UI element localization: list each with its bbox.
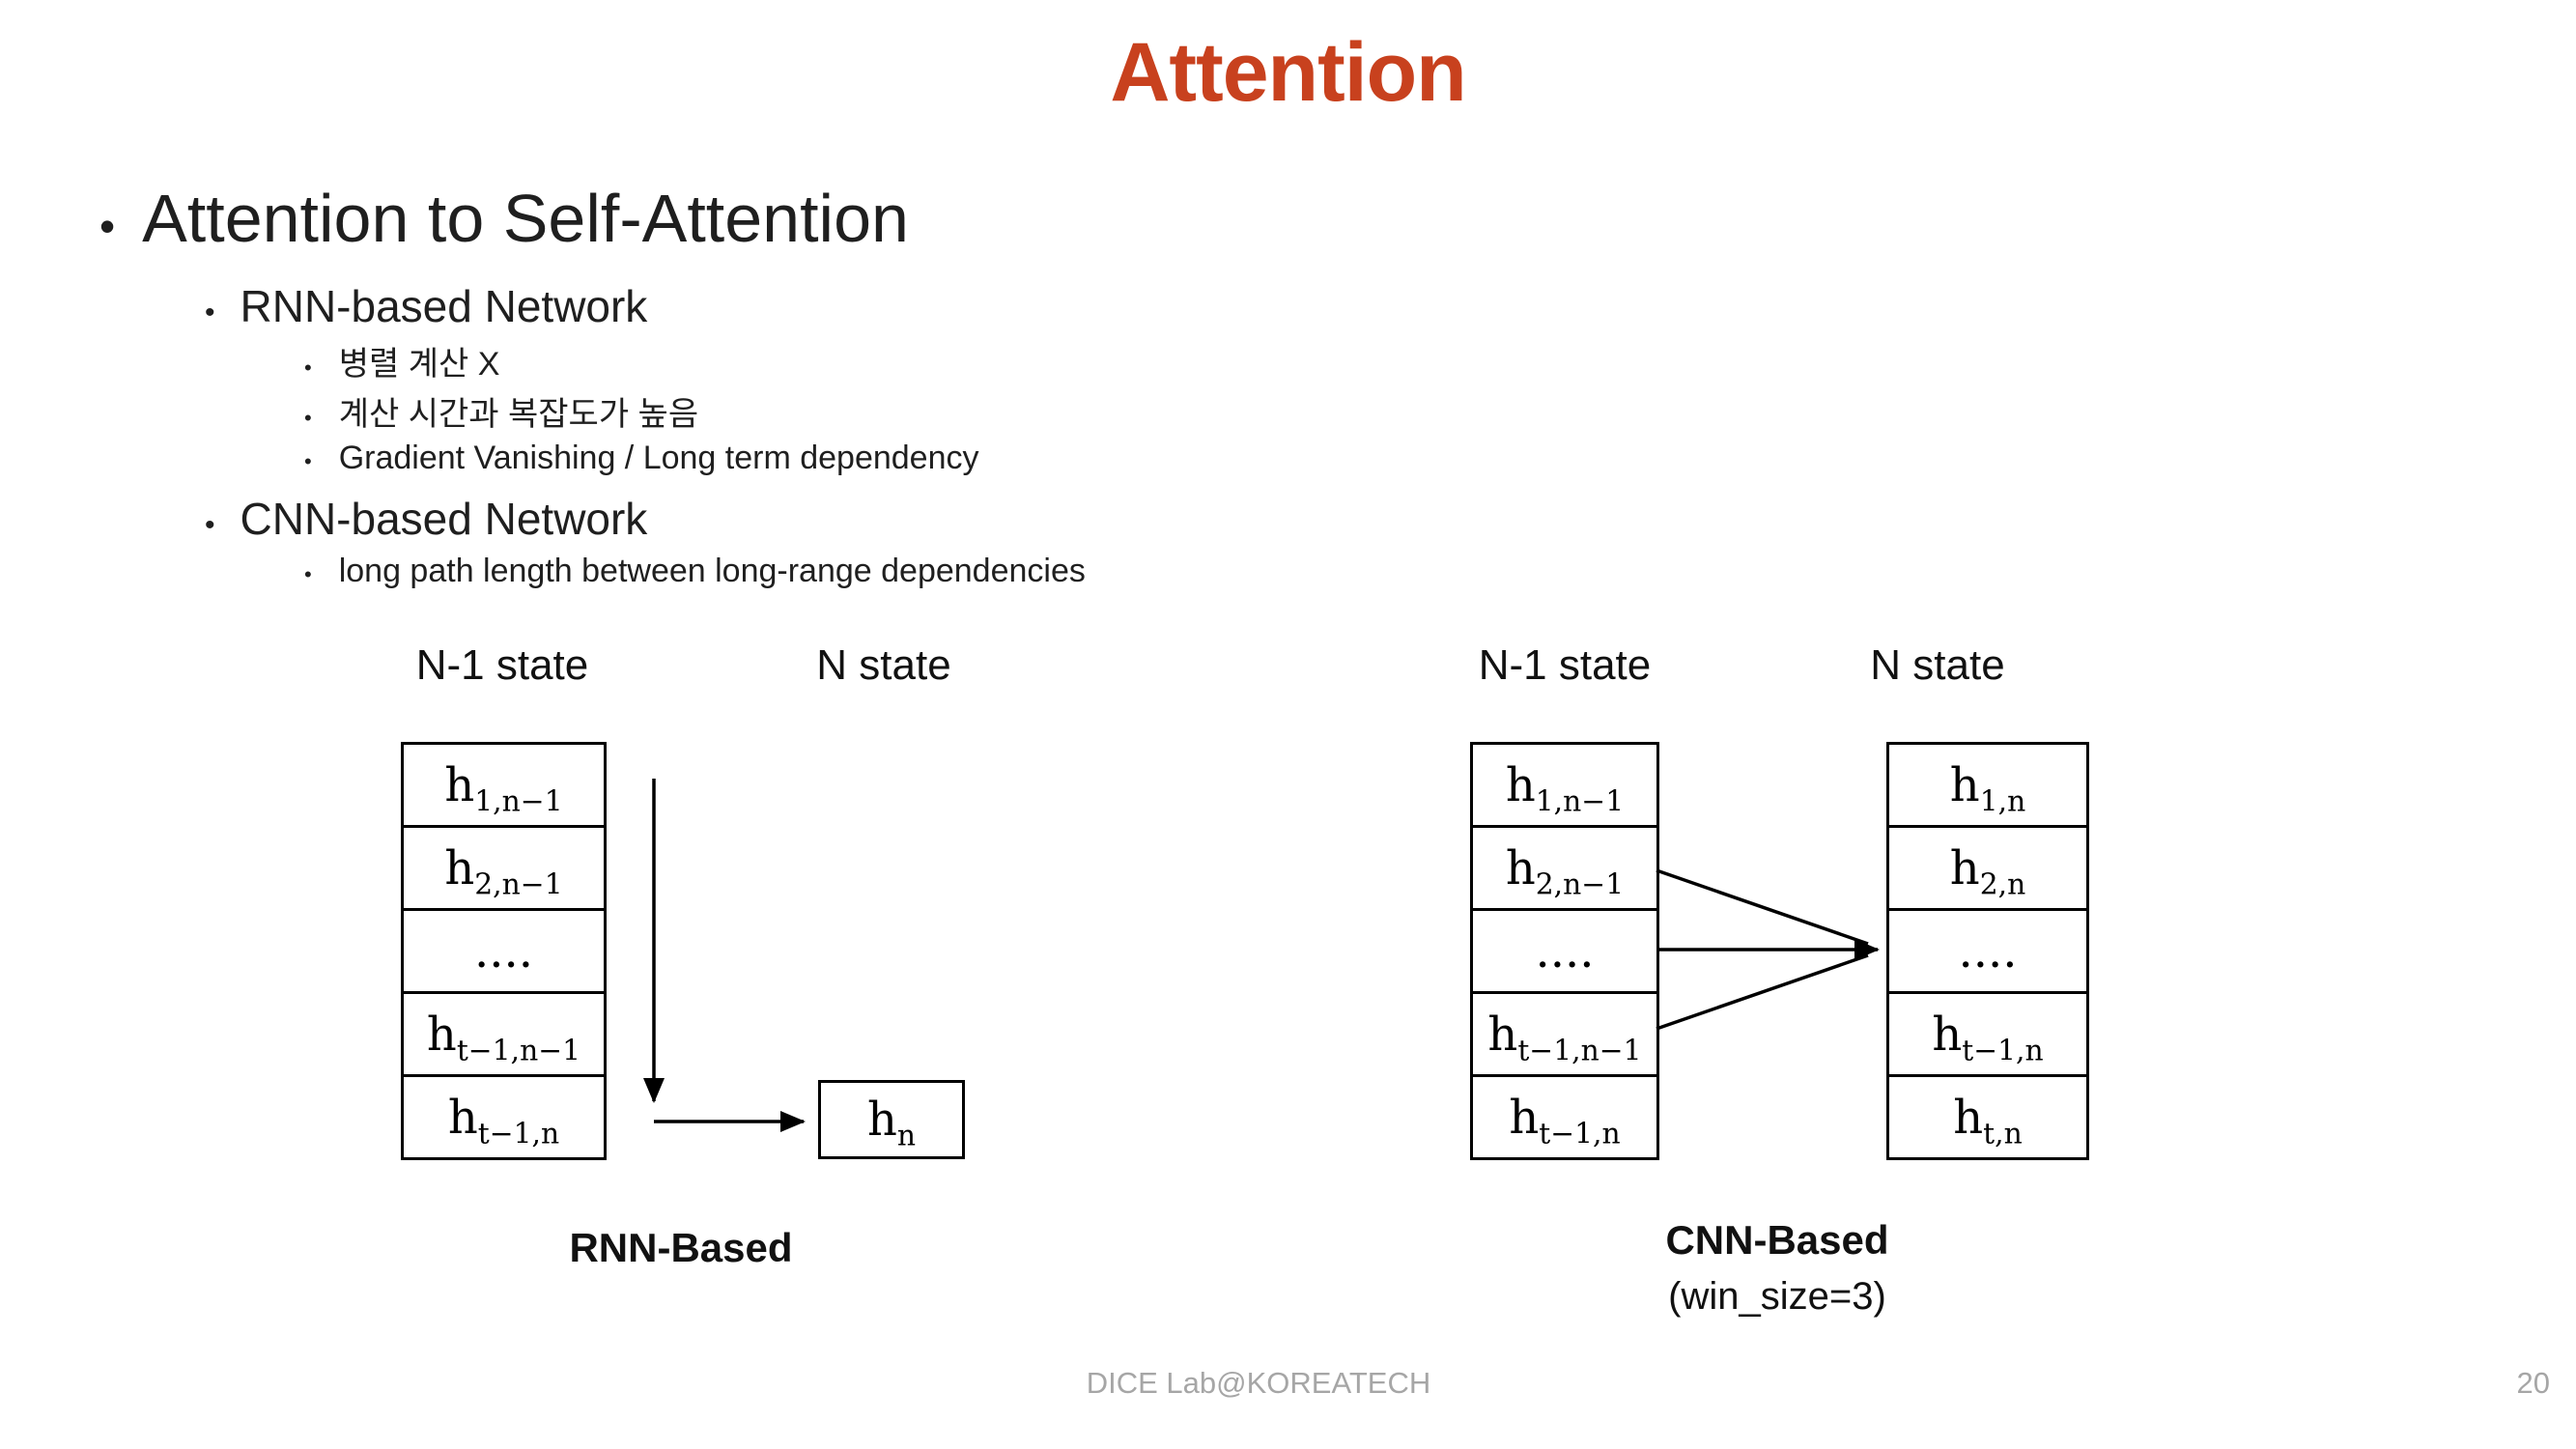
state-cell-h2n: h2,n — [1889, 828, 2086, 911]
rnn-caption: RNN-Based — [569, 1225, 793, 1270]
state-label: ht−1,n−1 — [426, 1007, 581, 1068]
bullet-marker — [304, 449, 312, 474]
state-cell-h2n-1: h2,n−1 — [404, 828, 604, 911]
bullet-marker — [304, 355, 312, 381]
bullet-text-parallel: 병렬 계산 X — [338, 346, 500, 383]
cnn-caption-winsize: (win_size=3) — [1668, 1275, 1886, 1318]
state-cell-ht-1n: ht−1,n — [1889, 994, 2086, 1077]
footer-credit: DICE Lab@KOREATECH — [1086, 1366, 1431, 1400]
state-cell-ellipsis: .... — [1473, 911, 1656, 994]
bullet-marker — [99, 200, 115, 252]
rnn-header-n-state: N state — [816, 641, 951, 689]
cnn-right-state-stack: h1,n h2,n .... ht−1,n ht,n — [1886, 742, 2089, 1160]
state-cell-h1n-1: h1,n−1 — [1473, 745, 1656, 828]
bullet-text-self-attention: Attention to Self-Attention — [142, 181, 909, 256]
state-cell-ht-1n: ht−1,n — [1473, 1077, 1656, 1157]
bullet-row-parallel: 병렬 계산 X — [304, 337, 500, 384]
bullet-marker — [304, 406, 312, 431]
bullet-row-level1: Attention to Self-Attention — [99, 180, 909, 257]
bullet-marker — [205, 509, 215, 542]
state-label: .... — [473, 923, 534, 979]
bullet-row-rnn-network: RNN-based Network — [205, 280, 648, 332]
rnn-output-box: hn — [818, 1080, 965, 1159]
state-cell-h2n-1: h2,n−1 — [1473, 828, 1656, 911]
bullet-text-gradient: Gradient Vanishing / Long term dependenc… — [338, 440, 979, 476]
state-label: hn — [866, 1093, 917, 1153]
state-label: h1,n−1 — [444, 757, 563, 819]
state-cell-ellipsis: .... — [404, 911, 604, 994]
bullet-text-rnn-network: RNN-based Network — [240, 281, 648, 331]
state-label: .... — [1958, 923, 2018, 979]
state-cell-h1n-1: h1,n−1 — [404, 745, 604, 828]
bullet-row-cnn-network: CNN-based Network — [205, 493, 648, 545]
page-number: 20 — [2516, 1366, 2550, 1400]
state-label: h1,n — [1949, 757, 2026, 819]
state-cell-ht-1n: ht−1,n — [404, 1077, 604, 1157]
cnn-header-n-1-state: N-1 state — [1478, 641, 1652, 689]
state-label: ht−1,n−1 — [1487, 1007, 1642, 1068]
state-label: h2,n−1 — [1505, 840, 1625, 902]
state-cell-ht-1n-1: ht−1,n−1 — [1473, 994, 1656, 1077]
state-label: ht−1,n — [1509, 1090, 1621, 1151]
bullet-text-long-path: long path length between long-range depe… — [338, 553, 1086, 589]
state-label: h2,n−1 — [444, 840, 563, 902]
rnn-sequence-arrow — [643, 779, 806, 1132]
state-label: ht−1,n — [1932, 1007, 2044, 1068]
cnn-left-state-stack: h1,n−1 h2,n−1 .... ht−1,n−1 ht−1,n — [1470, 742, 1659, 1160]
state-cell-htn: ht,n — [1889, 1077, 2086, 1157]
cnn-caption: CNN-Based — [1665, 1217, 1889, 1263]
state-cell-h1n: h1,n — [1889, 745, 2086, 828]
state-label: .... — [1535, 923, 1595, 979]
cnn-convergence-arrows — [1656, 868, 1880, 1031]
bullet-text-complexity: 계산 시간과 복잡도가 높음 — [338, 396, 699, 433]
bullet-row-complexity: 계산 시간과 복잡도가 높음 — [304, 387, 698, 435]
rnn-state-stack: h1,n−1 h2,n−1 .... ht−1,n−1 ht−1,n — [401, 742, 607, 1160]
cnn-header-n-state: N state — [1870, 641, 2005, 689]
bullet-text-cnn-network: CNN-based Network — [240, 494, 648, 544]
state-cell-ht-1n-1: ht−1,n−1 — [404, 994, 604, 1077]
state-label: ht−1,n — [447, 1090, 560, 1151]
state-label: ht,n — [1953, 1090, 2023, 1151]
bullet-marker — [304, 562, 312, 587]
state-cell-ellipsis: .... — [1889, 911, 2086, 994]
state-label: h1,n−1 — [1505, 757, 1625, 819]
state-label: h2,n — [1949, 840, 2026, 902]
bullet-marker — [205, 297, 215, 329]
slide-title: Attention — [1110, 26, 1466, 119]
bullet-row-gradient: Gradient Vanishing / Long term dependenc… — [304, 440, 979, 477]
bullet-row-long-path: long path length between long-range depe… — [304, 553, 1086, 590]
rnn-header-n-1-state: N-1 state — [415, 641, 589, 689]
